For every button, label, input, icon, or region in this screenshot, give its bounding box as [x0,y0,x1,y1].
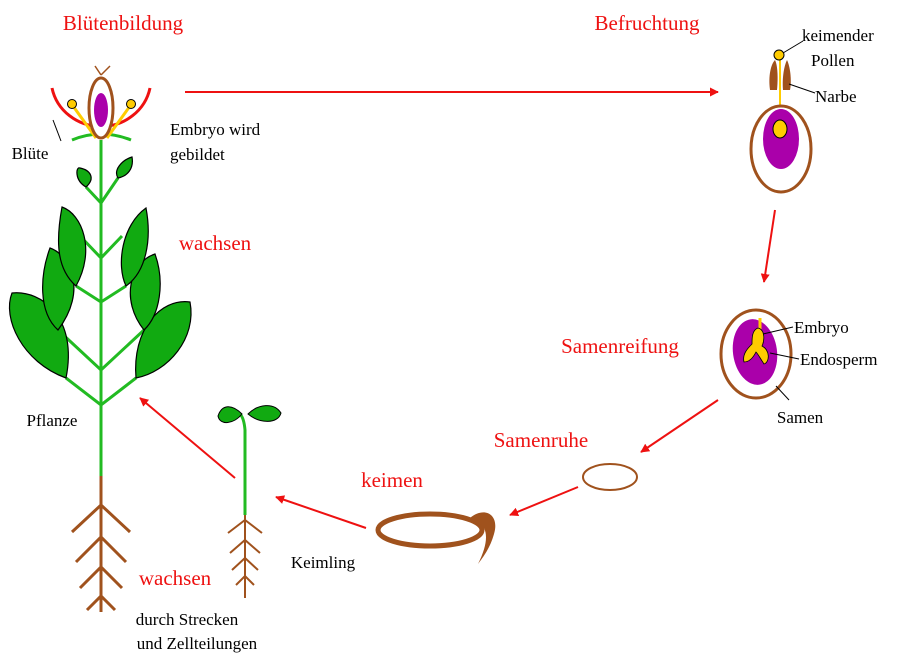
flower-anther-right [127,100,136,109]
label-narbe: Narbe [815,87,857,106]
pollen-grain [774,50,784,60]
label-keimen: keimen [361,468,423,492]
label-endosperm: Endosperm [800,350,877,369]
label-keimling: Keimling [291,553,356,572]
arrow-keimen-to-keimling [276,497,366,528]
label-bluetenbildung: Blütenbildung [63,11,184,35]
flower-anther-left [68,100,77,109]
seedling-cotyledon-left [218,407,242,423]
germinating-seed-coat [378,514,482,546]
arrow-samenreifung-to-samenruhe [641,400,718,452]
stigma-left [769,60,777,90]
seedling-cotyledon-right [248,406,281,422]
seedling-roots [228,515,262,598]
label-wachsen-bottom: wachsen [139,566,212,590]
label-pollen: Pollen [811,51,855,70]
flower-ovule [94,93,108,127]
flower [52,66,150,140]
seedling-stem [240,414,245,515]
label-bluete: Blüte [12,144,49,163]
label-samen: Samen [777,408,824,427]
fertilization-ovule [751,50,811,192]
label-wachsen-top: wachsen [179,231,252,255]
fertilization-ovule-inner [763,109,799,169]
label-embryo-wird-line2: gebildet [170,145,225,164]
label-keimender: keimender [802,26,874,45]
label-embryo: Embryo [794,318,849,337]
germinating-seed [378,512,495,564]
arrow-befruchtung-to-samenreifung [764,210,775,282]
plant-roots [72,475,130,612]
seedling [218,406,281,598]
cycle-arrows [140,92,775,528]
label-embryo-wird-line1: Embryo wird [170,120,261,139]
maturing-seed [721,310,791,398]
stigma-right [783,60,791,90]
label-durch-strecken: durch Strecken [136,610,239,629]
label-befruchtung: Befruchtung [595,11,700,35]
arrow-samenruhe-to-keimen [510,487,578,515]
label-und-zellteilungen: und Zellteilungen [137,634,258,653]
dormant-seed [583,464,637,490]
fertilization-egg-cell [773,120,787,138]
label-pflanze: Pflanze [27,411,78,430]
label-samenruhe: Samenruhe [494,428,588,452]
label-samenreifung: Samenreifung [561,334,679,358]
